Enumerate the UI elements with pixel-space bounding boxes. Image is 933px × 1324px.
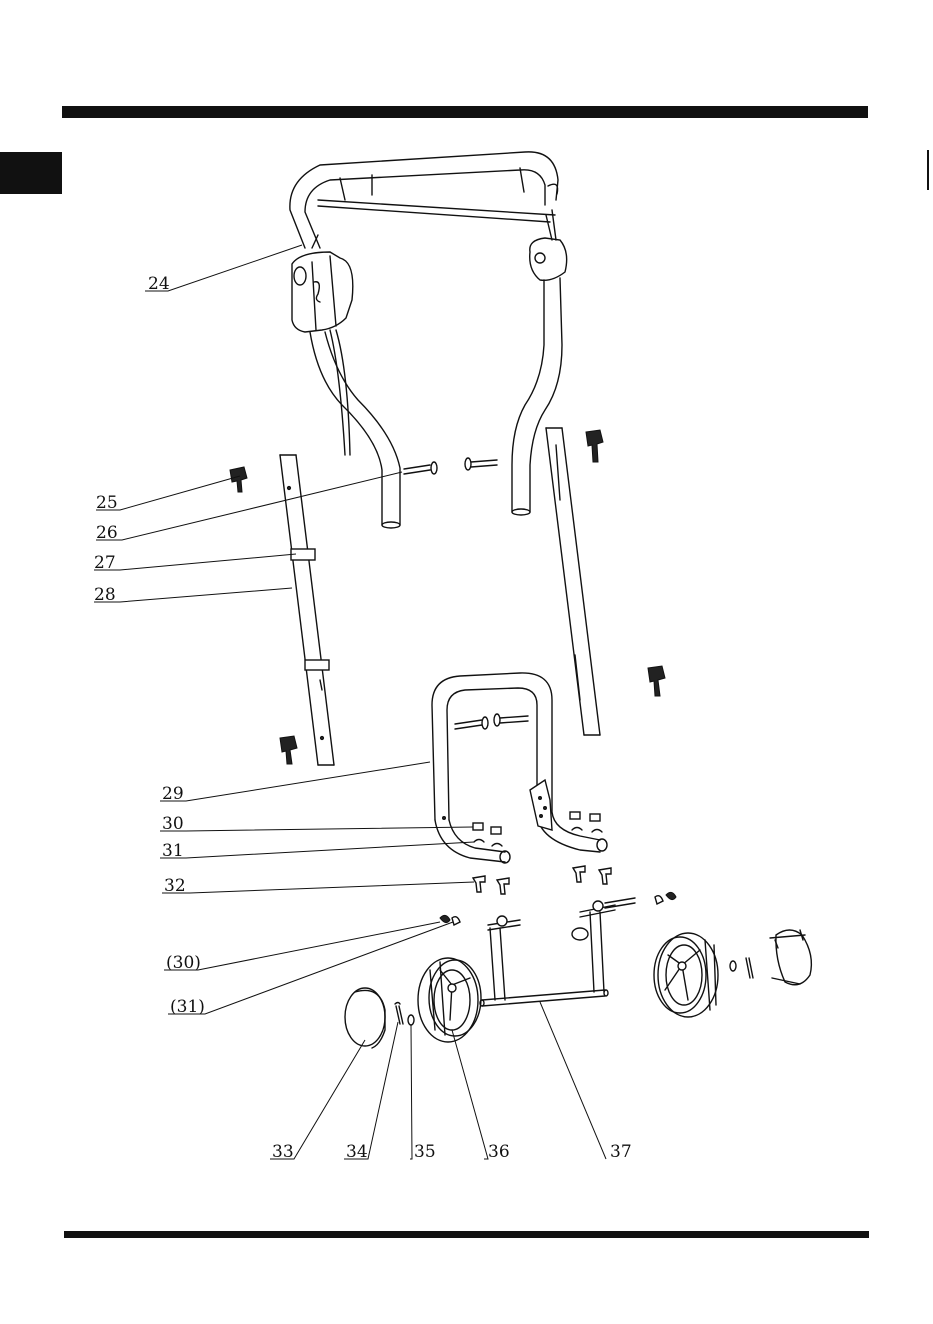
label-30-paren: (30) — [166, 953, 201, 973]
label-31: 31 — [162, 841, 184, 861]
lower-handle — [432, 673, 607, 863]
upper-handle — [290, 152, 567, 528]
right-middle-tube — [546, 428, 600, 735]
label-33: 33 — [272, 1142, 294, 1162]
label-29: 29 — [162, 784, 184, 804]
label-31-paren: (31) — [170, 997, 205, 1017]
wheel-cap-and-pins — [345, 988, 414, 1048]
label-32: 32 — [164, 876, 186, 896]
carriage-bolts-upper — [404, 458, 497, 474]
label-27: 27 — [94, 553, 116, 573]
left-middle-tube — [280, 455, 334, 765]
label-34: 34 — [346, 1142, 368, 1162]
fasteners — [440, 812, 676, 925]
label-28: 28 — [94, 585, 116, 605]
wheel-cap-right — [770, 930, 811, 985]
front-wheel-right — [654, 933, 753, 1017]
wheel-axle — [480, 898, 635, 1006]
label-30: 30 — [162, 814, 184, 834]
label-37: 37 — [610, 1142, 632, 1162]
front-wheel-left — [418, 958, 481, 1042]
label-24: 24 — [148, 274, 170, 294]
label-35: 35 — [414, 1142, 436, 1162]
label-26: 26 — [96, 523, 118, 543]
label-36: 36 — [488, 1142, 510, 1162]
label-25: 25 — [96, 493, 118, 513]
